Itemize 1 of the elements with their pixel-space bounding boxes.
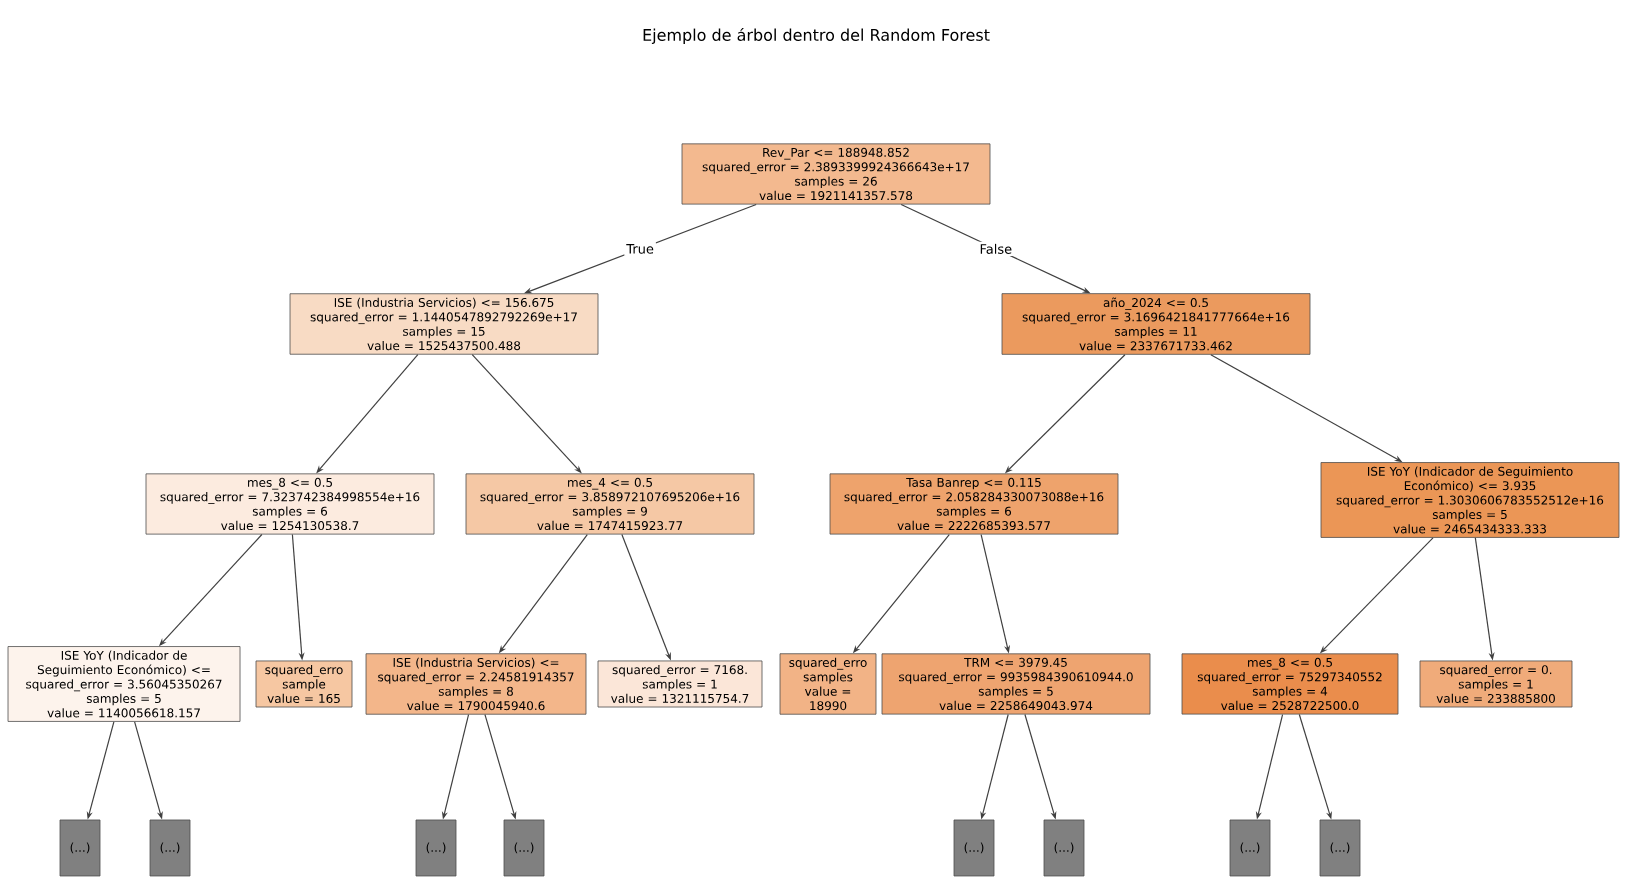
title: Ejemplo de árbol dentro del Random Forest (643, 27, 990, 45)
